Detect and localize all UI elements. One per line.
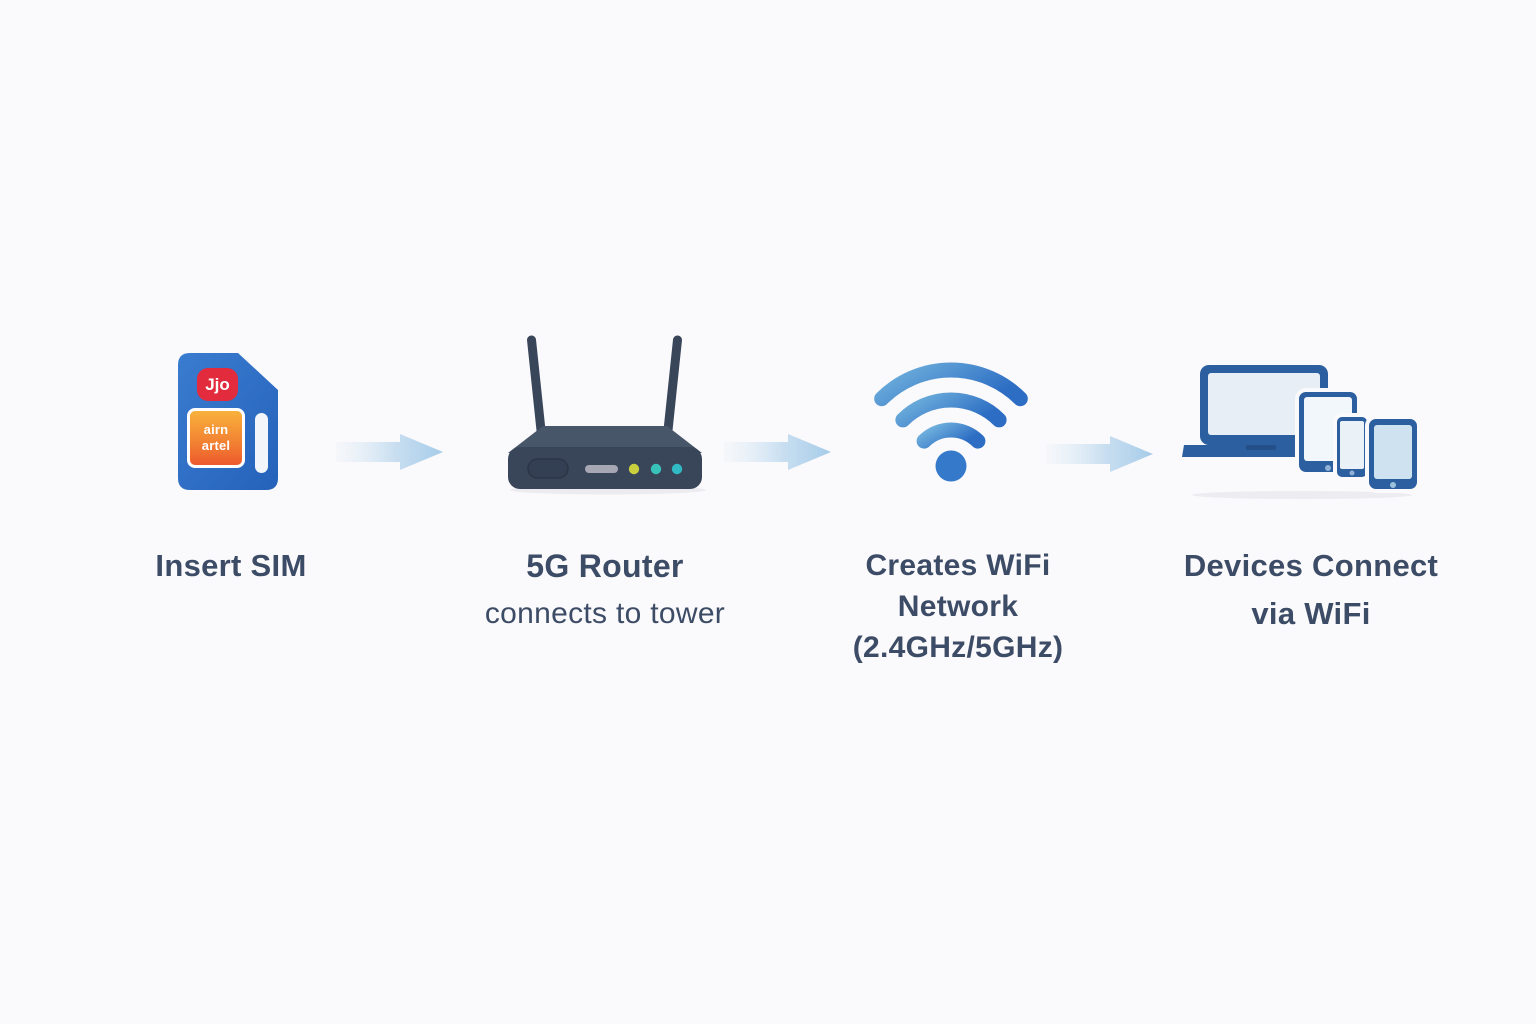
step-label-insert-sim: Insert SIM <box>81 542 381 590</box>
sim-carrier-badge: Jjo <box>197 368 238 401</box>
step-frequency-note: (2.4GHz/5GHz) <box>852 631 1064 664</box>
step-title-line2: Network <box>897 590 1019 623</box>
step-title: Creates WiFi <box>865 549 1051 582</box>
right-arrow-icon <box>724 428 834 481</box>
step-label-wifi: Creates WiFi Network (2.4GHz/5GHz) <box>808 545 1108 668</box>
right-arrow-icon <box>1046 430 1156 483</box>
router-button <box>527 458 569 479</box>
router-led-yellow <box>628 463 640 475</box>
sim-card-icon: Jjo airn artel <box>178 353 278 490</box>
step-label-devices: Devices Connect via WiFi <box>1136 542 1486 638</box>
wifi-signal-icon <box>866 358 1032 489</box>
step-subtitle: connects to tower <box>484 597 726 630</box>
step-subtitle: via WiFi <box>1251 596 1371 631</box>
step-title: Insert SIM <box>155 548 307 583</box>
phone-icon <box>1365 415 1421 493</box>
step-title: Devices Connect <box>1183 548 1439 583</box>
phone-icon <box>1333 413 1371 481</box>
right-arrow-icon <box>336 428 446 481</box>
sim-panel-text-line2: artel <box>201 438 231 453</box>
sim-panel-text-line1: airn <box>203 422 229 437</box>
router-icon <box>500 325 710 500</box>
sim-contact-pill <box>255 413 268 473</box>
router-slot <box>585 465 618 473</box>
router-led-teal-1 <box>650 463 662 475</box>
router-led-teal-2 <box>671 463 683 475</box>
step-label-router: 5G Router connects to tower <box>455 542 755 638</box>
step-title: 5G Router <box>526 548 684 584</box>
sim-carrier-panel: airn artel <box>187 408 245 468</box>
devices-icon <box>1182 360 1432 505</box>
